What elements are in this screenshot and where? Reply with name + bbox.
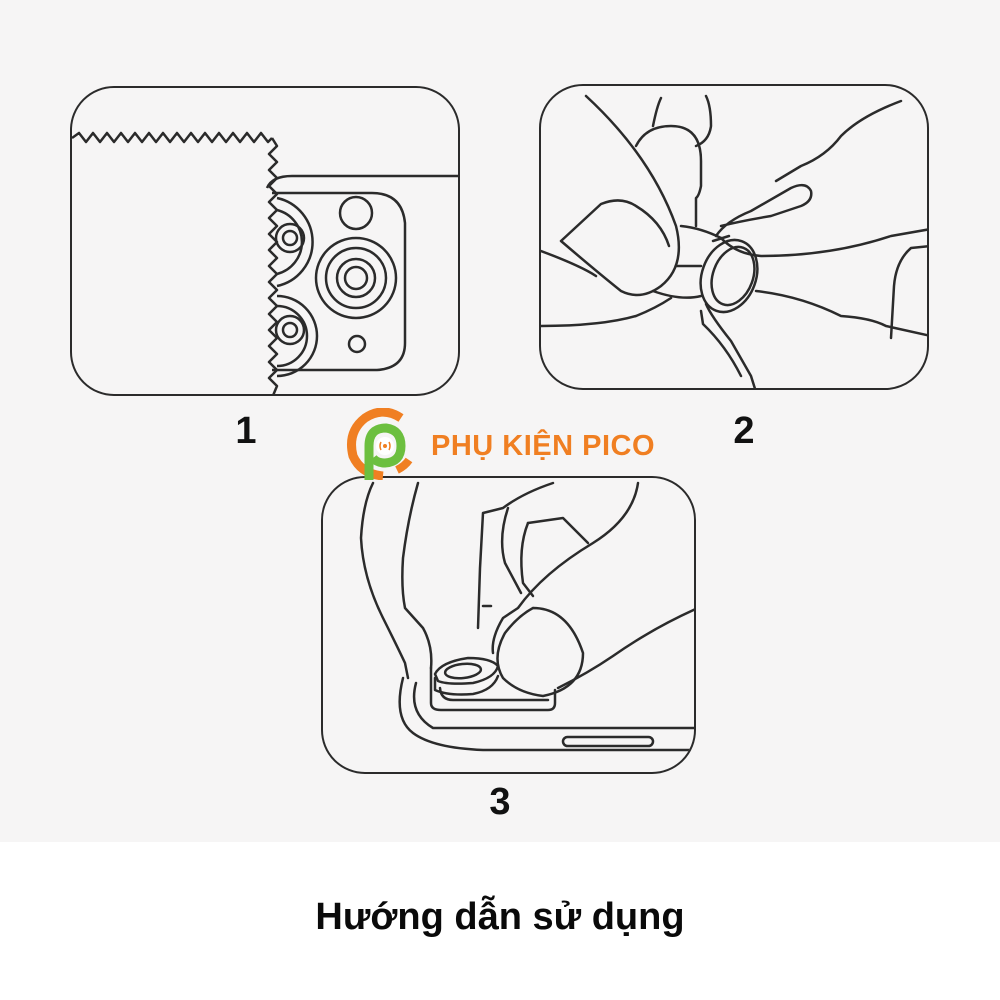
pico-logo-icon <box>347 408 413 480</box>
caption-title: Hướng dẫn sử dụng <box>315 896 685 938</box>
pick-up-ring-drawing <box>541 94 927 388</box>
step-number-1: 1 <box>235 410 257 452</box>
step-number-2: 2 <box>733 410 755 452</box>
step-1-illustration <box>70 86 460 396</box>
peel-film-drawing <box>72 131 458 394</box>
pico-watermark: PHỤ KIỆN PICO <box>343 408 663 480</box>
press-ring-drawing <box>359 481 694 752</box>
step-number-3: 3 <box>489 781 511 823</box>
brand-name: PHỤ KIỆN PICO <box>431 430 656 462</box>
step-2-illustration <box>539 84 929 390</box>
step-3-illustration <box>321 476 696 774</box>
